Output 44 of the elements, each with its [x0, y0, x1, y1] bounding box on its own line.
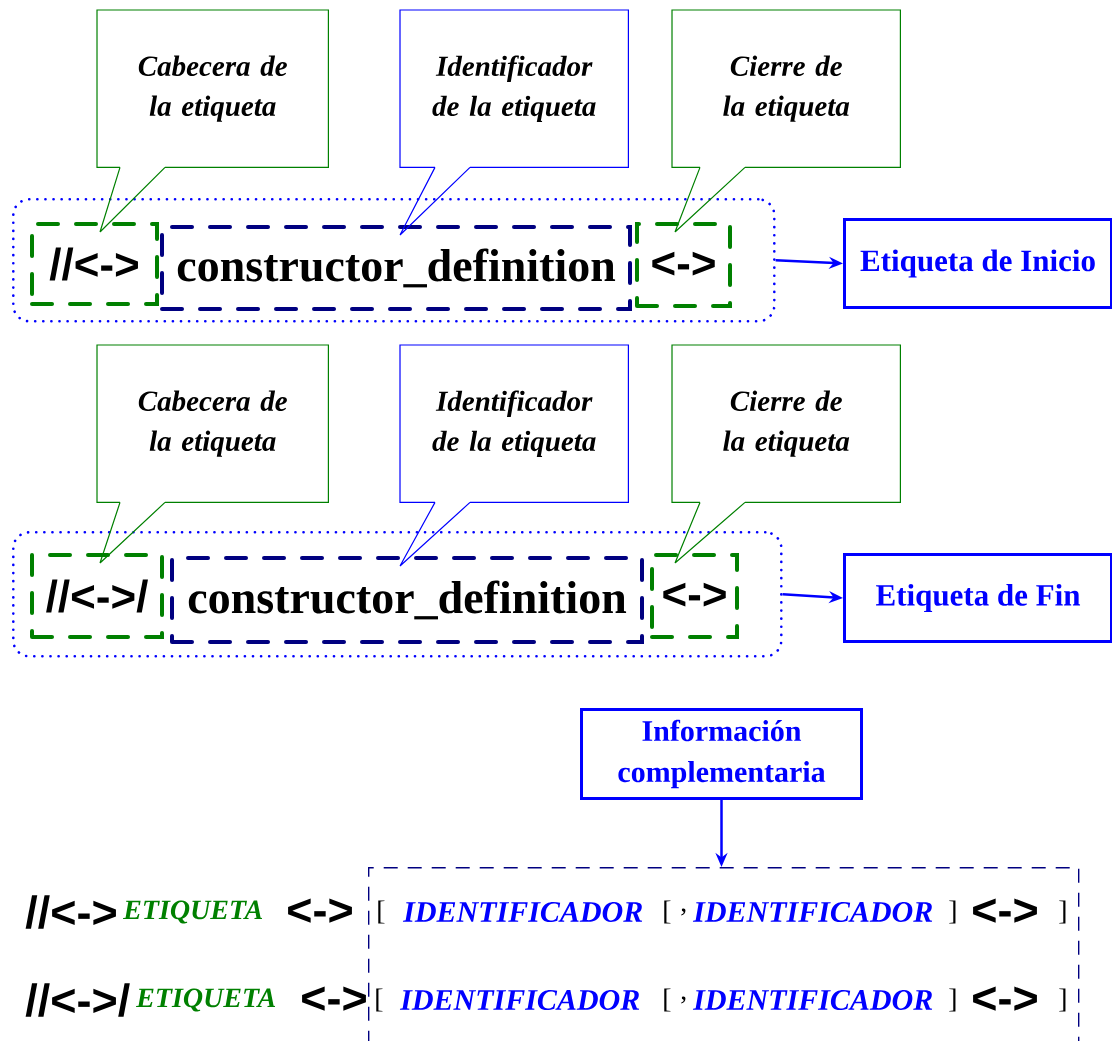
identifier-text: IDENTIFICADOR	[692, 989, 933, 1011]
speech-bubble: Cierre de la etiqueta	[671, 344, 901, 503]
bracket-symbol: [	[378, 900, 385, 924]
tag-delimiter-box: //<->/	[30, 553, 164, 639]
identifier-text: IDENTIFICADOR	[399, 989, 640, 1011]
speech-bubble: Cierre de la etiqueta	[671, 9, 901, 168]
callout-tail	[674, 501, 746, 564]
bracket-symbol: ,	[681, 908, 686, 916]
dotted-group-box	[12, 531, 783, 658]
callout-tail	[99, 501, 166, 564]
callout-tail	[674, 166, 746, 233]
tag-delimiter-box: //<->	[30, 222, 159, 306]
tag-symbol: //<->/	[25, 983, 130, 1017]
bracket-symbol: [	[376, 988, 383, 1012]
dashed-region-box	[368, 867, 1080, 1041]
tag-symbol: //<->	[25, 895, 116, 929]
bracket-symbol: ]	[1059, 988, 1066, 1012]
tag-name: ETIQUETA	[136, 988, 276, 1012]
callout-tail	[99, 166, 166, 233]
tag-delimiter-box: <->	[650, 553, 739, 639]
bracket-symbol: ,	[681, 996, 686, 1004]
callout-tail	[399, 501, 471, 567]
tag-symbol: <->	[973, 898, 1037, 923]
tag-label-box: Etiqueta de Inicio	[843, 218, 1112, 309]
bracket-symbol: ]	[949, 900, 956, 924]
dotted-group-box	[12, 198, 776, 323]
bracket-symbol: [	[664, 988, 671, 1012]
speech-bubble: Identificador de la etiqueta	[399, 344, 629, 503]
speech-bubble: Cabecera de la etiqueta	[96, 344, 329, 503]
bracket-symbol: [	[664, 900, 671, 924]
identifier-text: IDENTIFICADOR	[692, 901, 933, 923]
callout-tail	[399, 166, 471, 236]
speech-bubble: Identificador de la etiqueta	[399, 9, 629, 168]
bracket-symbol: ]	[1059, 900, 1066, 924]
speech-bubble: Cabecera de la etiqueta	[96, 9, 329, 168]
tag-label-box: Información complementaria	[580, 708, 863, 800]
tag-identifier-box: constructor_definition	[160, 225, 632, 311]
tag-identifier-box: constructor_definition	[170, 556, 644, 644]
tag-name: ETIQUETA	[123, 900, 263, 924]
tag-label-box: Etiqueta de Fin	[843, 553, 1112, 643]
identifier-text: IDENTIFICADOR	[402, 901, 643, 923]
tag-delimiter-box: <->	[635, 222, 732, 308]
tag-symbol: <->	[973, 986, 1037, 1011]
bracket-symbol: ]	[949, 988, 956, 1012]
